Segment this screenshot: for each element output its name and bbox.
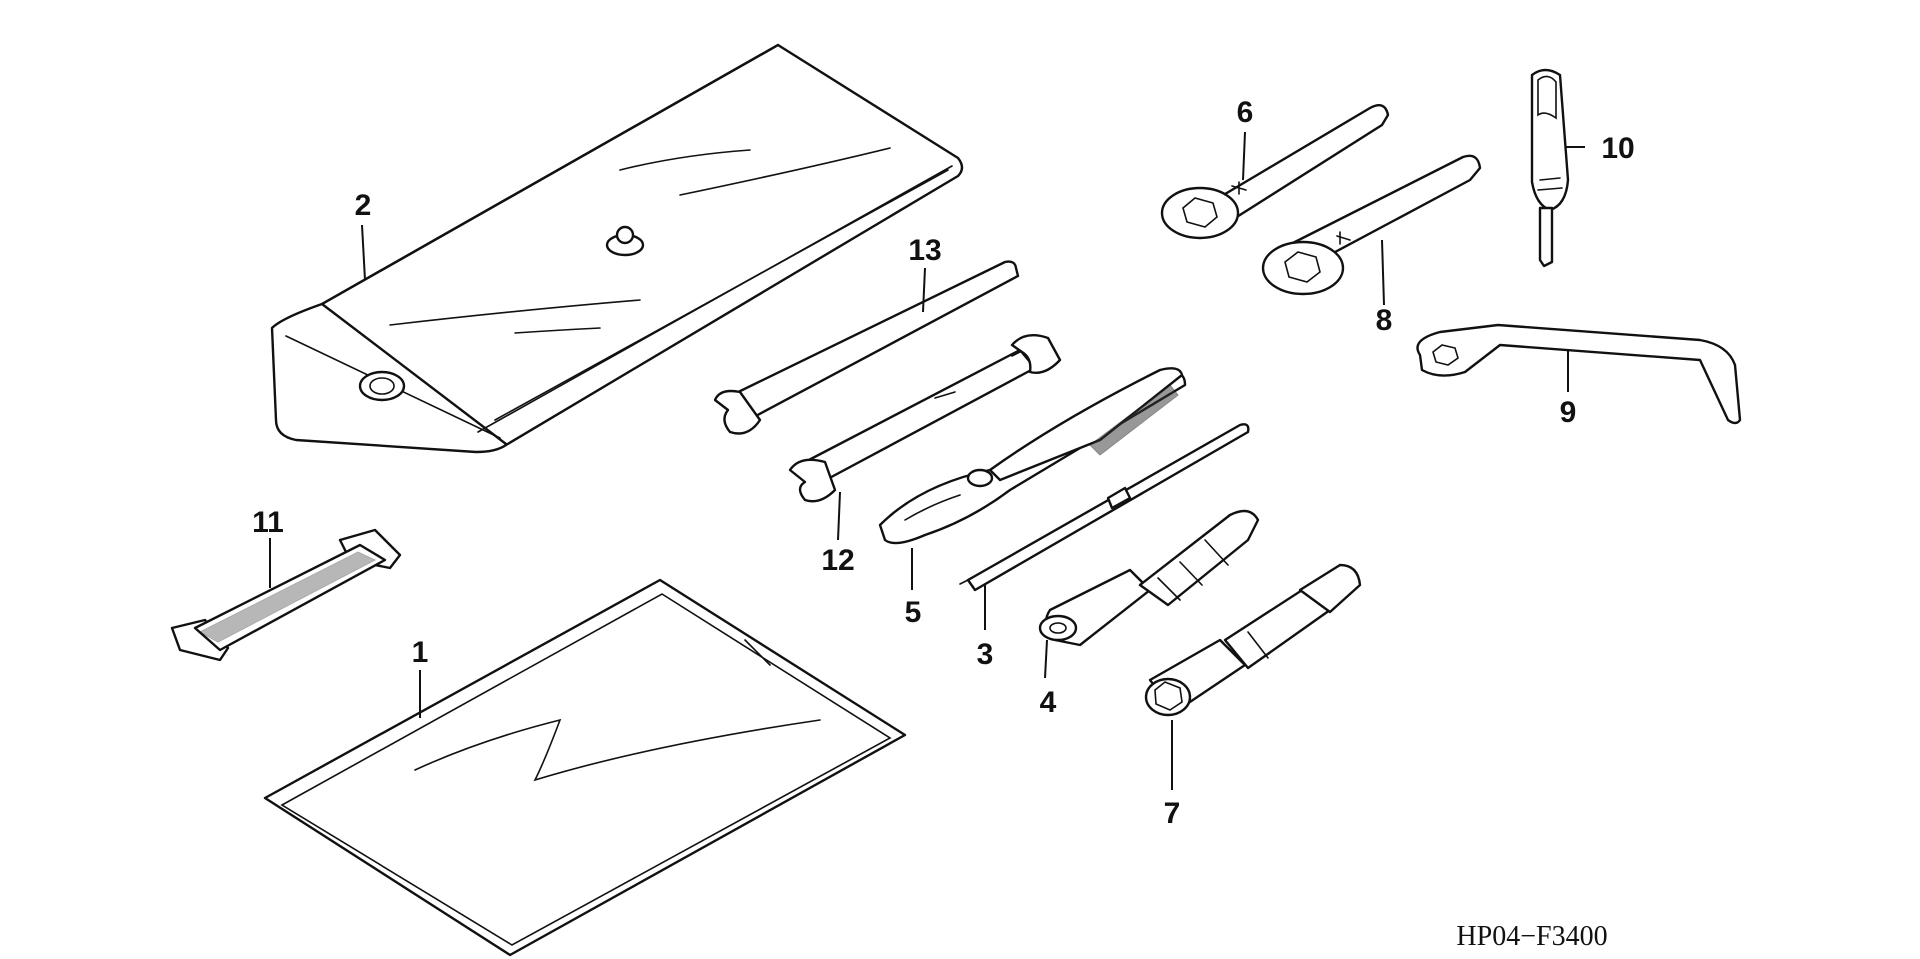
callout-1: 1 <box>412 636 429 669</box>
diagram-code: HP04−F3400 <box>1456 921 1607 952</box>
strap-part[interactable] <box>170 528 402 662</box>
callout-7: 7 <box>1164 797 1181 830</box>
pliers-part[interactable] <box>878 367 1187 545</box>
screwdriver-handle-part[interactable] <box>1038 509 1260 647</box>
plug-wrench-part[interactable] <box>1144 563 1362 717</box>
callout-6: 6 <box>1237 96 1254 129</box>
callout-12: 12 <box>821 544 854 577</box>
callout-2: 2 <box>355 189 372 222</box>
callout-9: 9 <box>1560 396 1577 429</box>
callout-4: 4 <box>1040 686 1057 719</box>
callout-5: 5 <box>905 596 922 629</box>
offset-wrench-part[interactable] <box>1416 323 1742 425</box>
callout-13: 13 <box>908 234 941 267</box>
callout-leaders <box>269 131 1585 790</box>
hex-key-screwdriver-part[interactable] <box>1530 68 1570 268</box>
double-open-wrench-part[interactable] <box>788 334 1062 503</box>
callout-11: 11 <box>252 506 284 539</box>
tool-bag-part[interactable] <box>270 43 964 454</box>
spanner-rod-part[interactable] <box>713 260 1020 435</box>
box-wrench-large-part[interactable] <box>1261 154 1482 296</box>
screwdriver-shaft-part[interactable] <box>959 423 1250 592</box>
box-wrench-small-part[interactable] <box>1160 104 1390 240</box>
callout-3: 3 <box>977 638 994 671</box>
callout-10: 10 <box>1601 132 1634 165</box>
manual-envelope-part[interactable] <box>263 578 907 957</box>
callout-8: 8 <box>1376 304 1393 337</box>
callout-labels: 1 2 3 4 5 6 7 8 9 10 11 12 13 <box>252 96 1635 830</box>
